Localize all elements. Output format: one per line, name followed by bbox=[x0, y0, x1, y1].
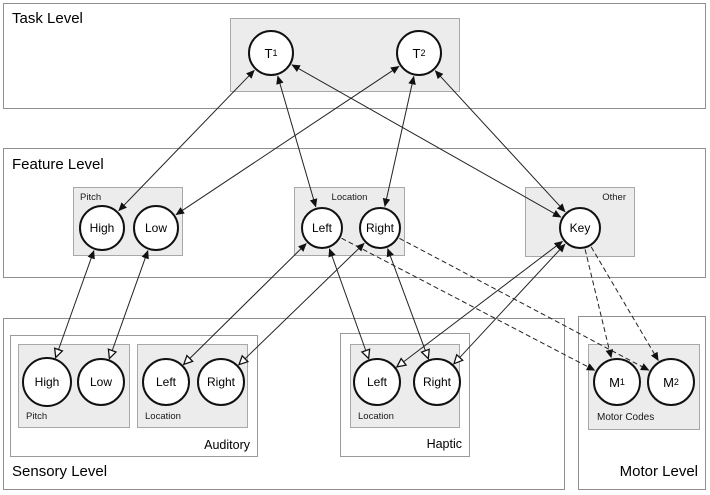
node-label: Right bbox=[422, 375, 451, 389]
feature-level-label: Feature Level bbox=[12, 156, 104, 173]
node-label: Low bbox=[89, 375, 112, 389]
auditory-label: Auditory bbox=[204, 438, 250, 452]
task-level-label: Task Level bbox=[12, 10, 83, 27]
node-a-low: Low bbox=[77, 358, 125, 406]
node-f-low: Low bbox=[133, 205, 179, 251]
node-label: T bbox=[264, 45, 273, 61]
motor-level-label: Motor Level bbox=[619, 463, 698, 480]
node-h-right: Right bbox=[413, 358, 461, 406]
node-label-subscript: 2 bbox=[420, 47, 426, 58]
haptic-location-label: Location bbox=[358, 411, 394, 422]
node-a-left: Left bbox=[142, 358, 190, 406]
node-label: M bbox=[663, 374, 674, 390]
sensory-level-label: Sensory Level bbox=[12, 463, 108, 480]
node-f-key: Key bbox=[559, 207, 601, 249]
haptic-label: Haptic bbox=[426, 437, 462, 451]
node-a-high: High bbox=[22, 357, 72, 407]
node-h-left: Left bbox=[353, 358, 401, 406]
feature-other-label: Other bbox=[602, 192, 626, 203]
node-label: M bbox=[609, 374, 620, 390]
node-f-high: High bbox=[79, 205, 125, 251]
node-a-right: Right bbox=[197, 358, 245, 406]
node-label: T bbox=[412, 45, 421, 61]
motor-codes-label: Motor Codes bbox=[597, 412, 655, 423]
node-label-subscript: 2 bbox=[673, 376, 679, 387]
node-label: Right bbox=[365, 221, 394, 235]
node-label: High bbox=[89, 221, 115, 235]
node-label-subscript: 1 bbox=[619, 376, 625, 387]
node-label: Right bbox=[206, 375, 235, 389]
node-label: Low bbox=[144, 221, 167, 235]
node-label: Left bbox=[311, 221, 332, 235]
node-label: High bbox=[34, 375, 60, 389]
node-f-right: Right bbox=[359, 207, 401, 249]
node-label: Left bbox=[366, 375, 387, 389]
feature-pitch-label: Pitch bbox=[80, 192, 102, 203]
auditory-pitch-label: Pitch bbox=[26, 411, 48, 422]
node-label: Left bbox=[155, 375, 176, 389]
node-label-subscript: 1 bbox=[272, 47, 278, 58]
auditory-location-label: Location bbox=[145, 411, 181, 422]
node-f-left: Left bbox=[301, 207, 343, 249]
node-label: Key bbox=[569, 221, 591, 235]
